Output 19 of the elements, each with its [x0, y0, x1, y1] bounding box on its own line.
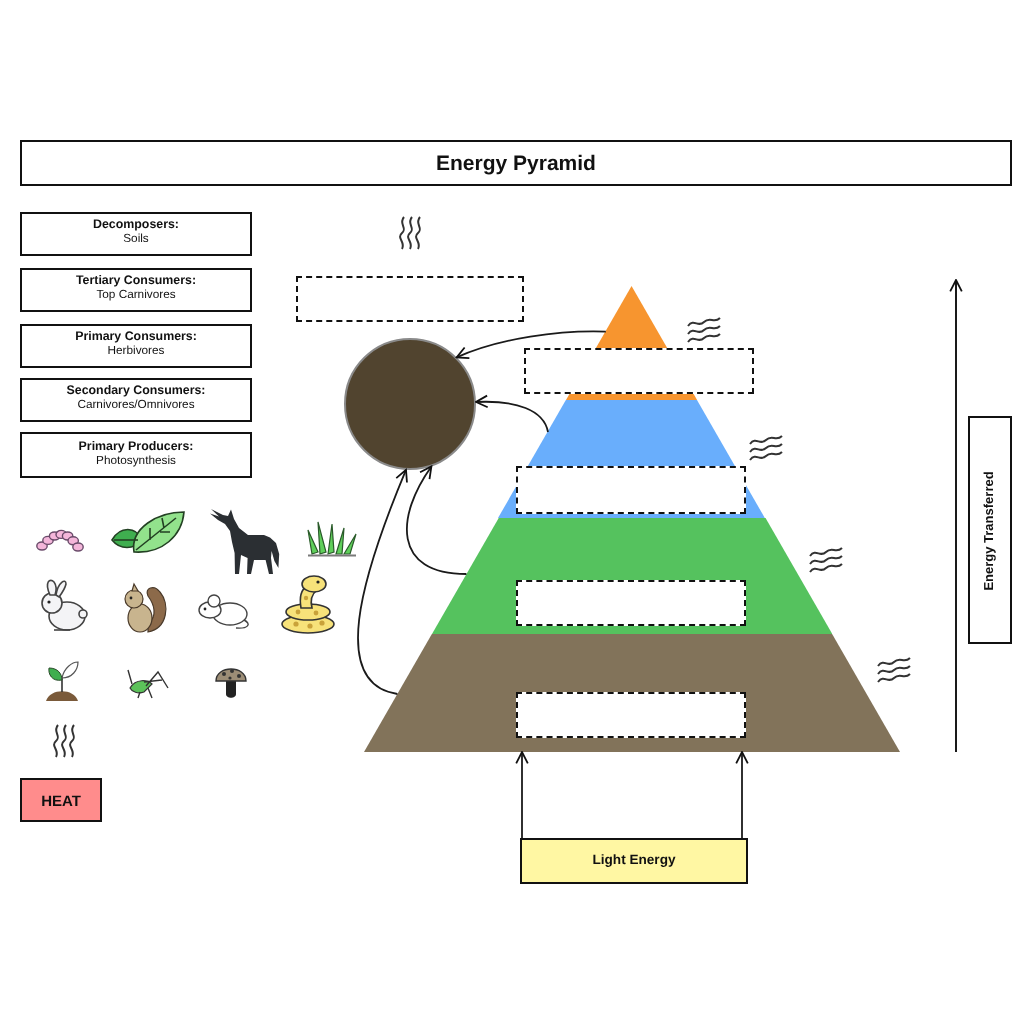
arrow: [735, 751, 749, 839]
word-card: [20, 432, 252, 478]
pyramid-level: [498, 400, 766, 518]
word-card: [20, 378, 252, 422]
answer-box: [296, 276, 524, 322]
answer-box: [516, 692, 746, 738]
arrow: [475, 395, 549, 433]
answer-box: [515, 580, 746, 626]
pyramid-level: [431, 518, 833, 634]
arrow: [406, 465, 468, 575]
word-card: [20, 324, 252, 368]
title-bar: Energy Pyramid: [20, 140, 1012, 186]
word-card: [20, 212, 252, 256]
pyramid-level: [364, 634, 900, 752]
word-card: [20, 268, 252, 312]
answer-box: [516, 466, 747, 514]
arrow: [455, 330, 607, 360]
arrow: [515, 751, 529, 839]
arrow: [357, 468, 408, 695]
